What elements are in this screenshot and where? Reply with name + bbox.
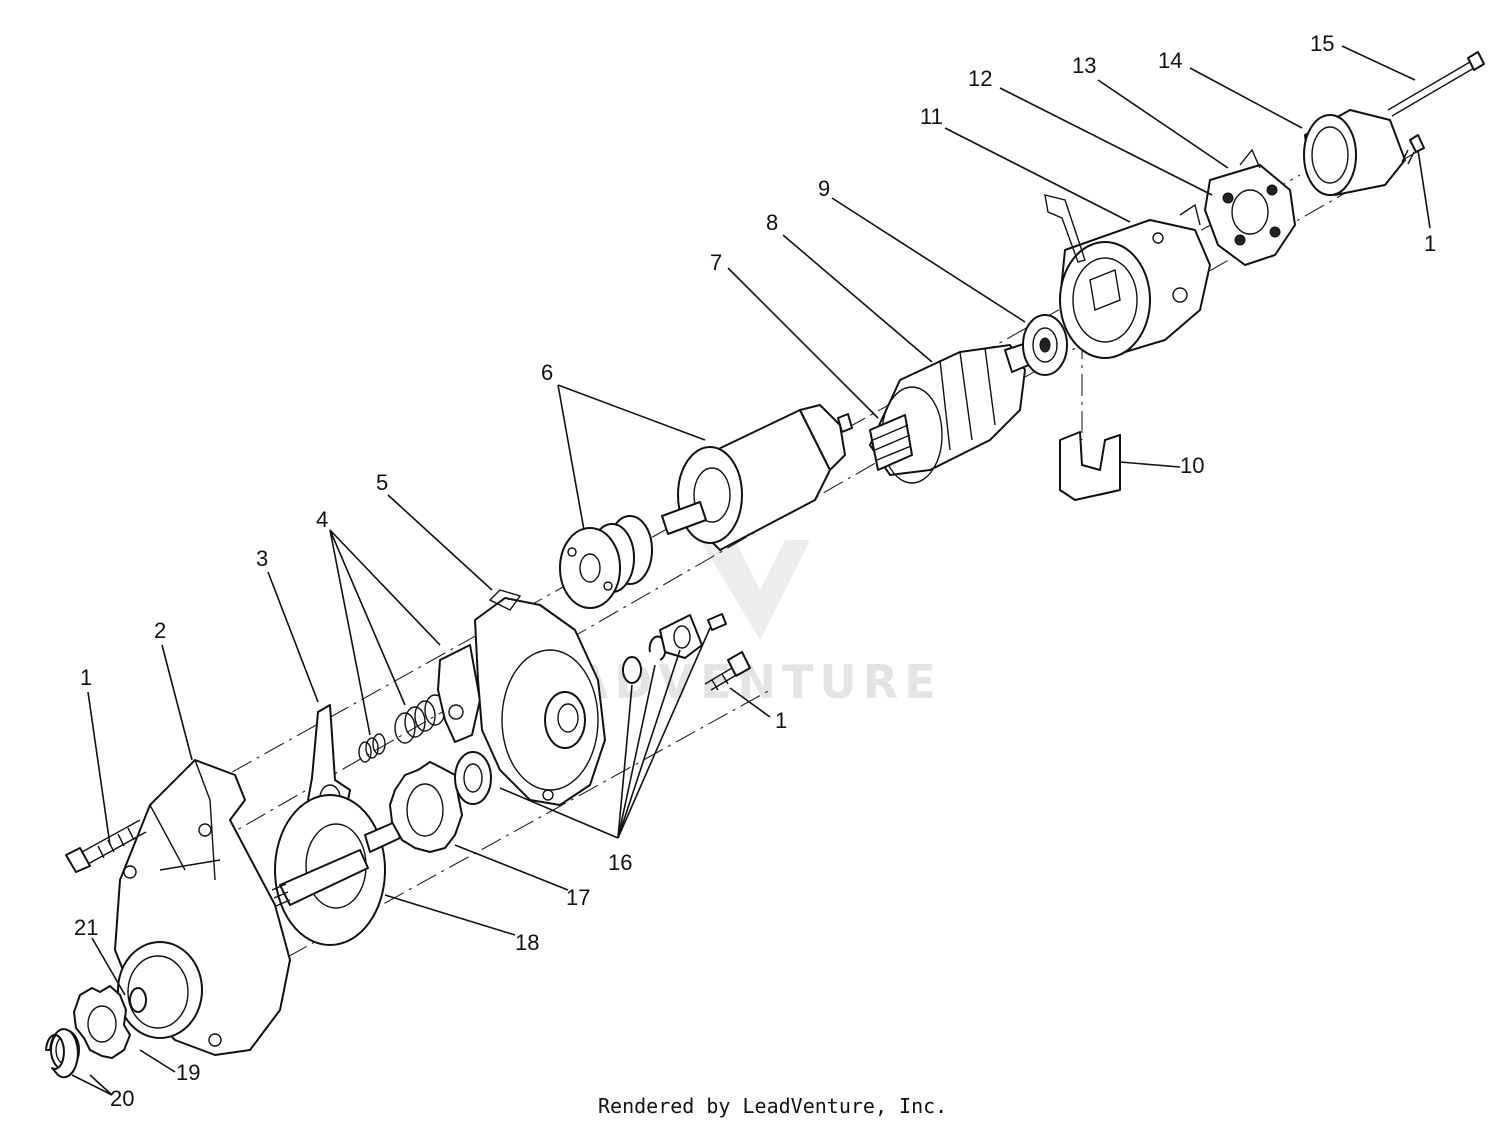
- bearing: [1022, 314, 1068, 376]
- callout-11: 11: [920, 104, 943, 129]
- drive-housing: [114, 759, 291, 1056]
- pinion-gear: [73, 985, 131, 1059]
- shim-plates: [559, 515, 653, 609]
- drive-shaft-plate: [271, 794, 401, 946]
- bolt-middle: [704, 651, 751, 691]
- callout-13: 13: [1072, 53, 1096, 78]
- callout-20: 20: [110, 1086, 134, 1111]
- leader-lines: [71, 45, 1431, 1096]
- callout-1-left: 1: [80, 665, 92, 690]
- small-spring: [358, 733, 386, 763]
- brush-holder-clip: [1059, 431, 1121, 501]
- bolt-left: [65, 819, 147, 873]
- solenoid-assembly: [559, 404, 853, 609]
- callout-19: 19: [176, 1060, 200, 1085]
- clutch-gear: [389, 761, 463, 853]
- screw-right: [1401, 134, 1425, 165]
- callout-1-right: 1: [1424, 231, 1436, 256]
- callout-15: 15: [1310, 31, 1334, 56]
- retaining-rings: [45, 1028, 80, 1079]
- callout-4: 4: [316, 507, 328, 532]
- callout-21: 21: [74, 915, 98, 940]
- field-frame: [1044, 194, 1211, 359]
- springs-plunger: [358, 644, 481, 763]
- washers-and-gasket: [454, 613, 727, 805]
- callout-17: 17: [566, 885, 590, 910]
- callout-16: 16: [608, 850, 632, 875]
- callout-18: 18: [515, 930, 539, 955]
- brush-plate: [1204, 148, 1296, 266]
- callout-7: 7: [710, 250, 722, 275]
- large-spring: [394, 694, 446, 744]
- callout-14: 14: [1158, 48, 1182, 73]
- callout-1-middle: 1: [775, 708, 787, 733]
- callout-labels: 1 2 3 4 5 6 7 8 9 10 11 12 13 14 15 1 1 …: [74, 31, 1436, 1111]
- through-bolt: [1387, 51, 1485, 117]
- render-credit: Rendered by LeadVenture, Inc.: [598, 1094, 947, 1118]
- spacer-ring: [129, 987, 147, 1013]
- armature: [869, 341, 1037, 484]
- drive-end-frame: [474, 589, 606, 806]
- end-cap: [1303, 109, 1406, 196]
- callout-5: 5: [376, 470, 388, 495]
- callout-6: 6: [541, 360, 553, 385]
- callout-10: 10: [1180, 453, 1204, 478]
- callout-9: 9: [818, 176, 830, 201]
- callout-3: 3: [256, 546, 268, 571]
- callout-2: 2: [154, 618, 166, 643]
- callout-12: 12: [968, 66, 992, 91]
- callout-8: 8: [766, 210, 778, 235]
